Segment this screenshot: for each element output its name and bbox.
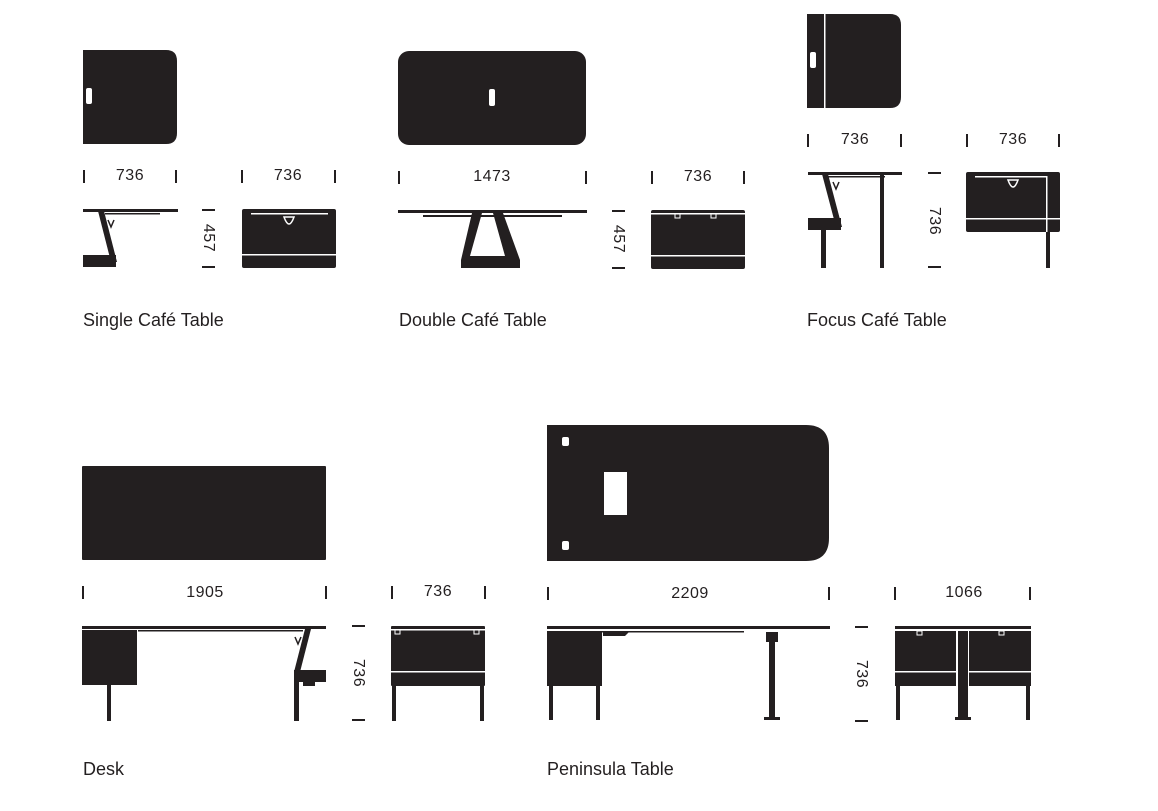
single-cafe-end-width: 736 [273,167,303,184]
desk-end-width: 736 [423,583,453,600]
dimension-tick [855,626,868,628]
dimension-tick [928,266,941,268]
dimension-tick [807,134,809,147]
dimension-tick [1058,134,1060,147]
dimension-tick [900,134,902,147]
product-title: Focus Café Table [807,310,947,330]
dimension-tick [612,210,625,212]
product-title: Peninsula Table [547,759,674,779]
dimension-tick [612,267,625,269]
double-cafe-plan-width: 1473 [473,168,511,185]
dimension-tick [585,171,587,184]
product-title: Desk [83,759,125,779]
dimension-tick [82,586,84,599]
dimension-tick [966,134,968,147]
focus-cafe-end-width: 736 [998,131,1028,148]
dimension-tick [83,170,85,183]
dimension-tick [651,171,653,184]
dimension-tick [334,170,336,183]
product-title: Single Café Table [83,310,224,330]
dimension-tick [894,587,896,600]
dimension-tick [352,719,365,721]
dimension-tick [484,586,486,599]
dimension-tick [202,266,215,268]
dimension-tick [398,171,400,184]
dimension-tick [241,170,243,183]
dimension-tick [855,720,868,722]
dimension-tick [928,172,941,174]
peninsula-end-width: 1066 [945,584,983,601]
product-title: Double Café Table [399,310,547,330]
peninsula-plan-width: 2209 [671,585,709,602]
desk-plan-width: 1905 [186,584,224,601]
dimension-tick [547,587,549,600]
focus-cafe-plan-width: 736 [840,131,870,148]
dimension-tick [391,586,393,599]
dimension-tick [202,209,215,211]
double-cafe-end-width: 736 [683,168,713,185]
dimension-tick [325,586,327,599]
dimension-tick [1029,587,1031,600]
dimension-tick [828,587,830,600]
single-cafe-plan-width: 736 [115,167,145,184]
dimension-tick [175,170,177,183]
dimension-tick [352,625,365,627]
dimension-tick [743,171,745,184]
